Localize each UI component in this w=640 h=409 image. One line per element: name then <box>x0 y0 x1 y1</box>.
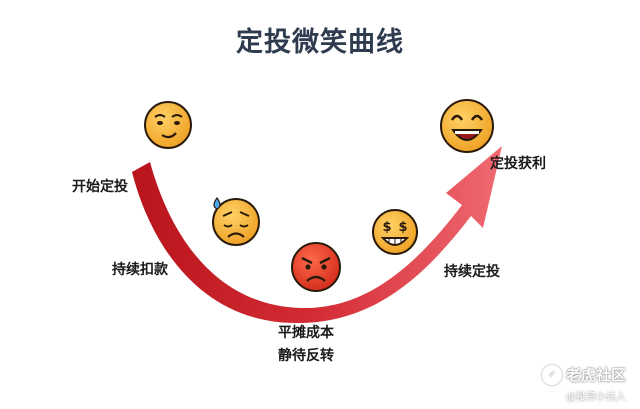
smirk-face-icon <box>144 101 192 149</box>
diagram-title: 定投微笑曲线 <box>236 27 404 58</box>
label-continue: 持续定投 <box>444 264 500 280</box>
money-eyes-face-icon: $ $ <box>372 209 418 255</box>
svg-text:$: $ <box>398 220 407 235</box>
laughing-face-icon <box>440 99 494 153</box>
watermark-account: @投资小达人 <box>566 392 626 403</box>
label-bottom-line2: 静待反转 <box>278 348 334 364</box>
label-deduct: 持续扣款 <box>112 262 168 278</box>
smile-curve-arrow <box>132 146 502 324</box>
label-bottom-line1: 平摊成本 <box>278 325 334 341</box>
label-profit: 定投获利 <box>490 156 546 172</box>
watermark-brand: ✓ 老虎社区 <box>541 364 626 385</box>
tiger-logo-icon: ✓ <box>541 364 562 385</box>
label-start: 开始定投 <box>72 179 128 195</box>
svg-text:$: $ <box>382 220 391 235</box>
worried-face-icon <box>212 196 260 246</box>
watermark-brand-text: 老虎社区 <box>565 366 626 384</box>
sweat-drop-icon <box>213 196 221 210</box>
angry-face-icon <box>291 242 341 292</box>
